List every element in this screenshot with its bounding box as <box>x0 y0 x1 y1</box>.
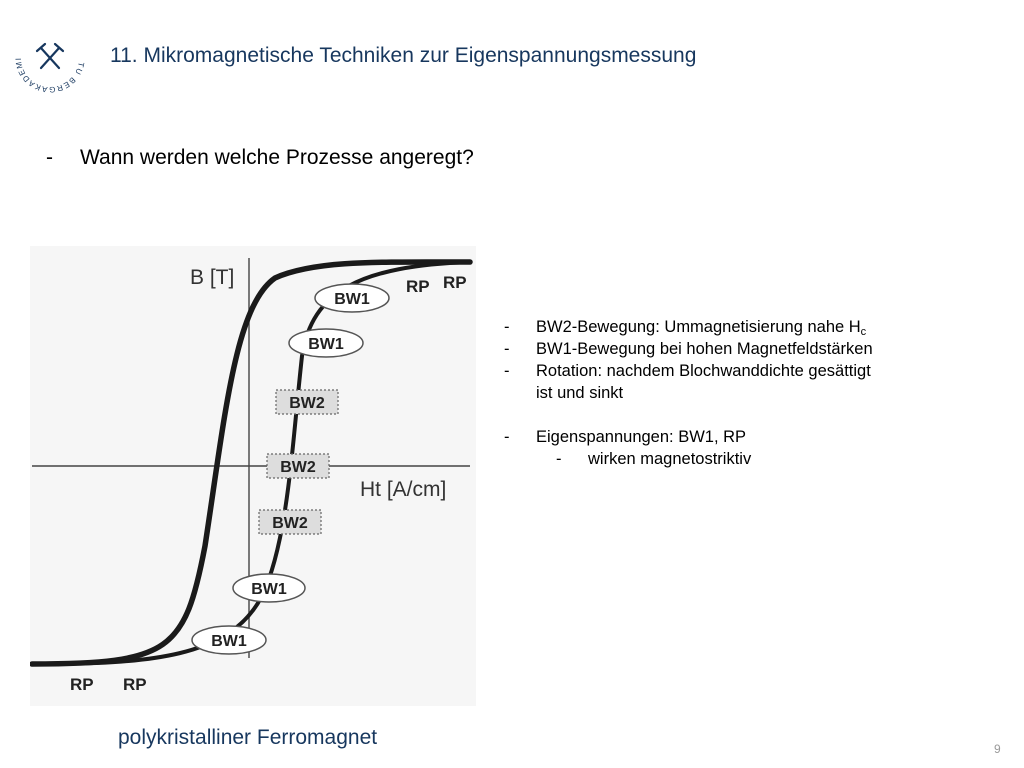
bullet-rotation: - Rotation: nachdem Blochwanddichte gesä… <box>504 360 1014 382</box>
label-bw1-lower-2: BW1 <box>211 633 247 650</box>
crossed-hammers-icon <box>35 42 65 70</box>
bullet-rotation-cont-text: ist und sinkt <box>536 384 624 402</box>
label-rp-bottom-1: RP <box>70 675 94 694</box>
y-axis-label: B [T] <box>190 266 234 289</box>
sub-bullet-text: wirken magnetostriktiv <box>588 450 752 468</box>
upper-branch-curve <box>30 259 473 667</box>
hysteresis-diagram: B [T] Ht [A/cm] RP RP BW1 BW1 BW2 BW2 BW… <box>30 258 473 694</box>
page-number: 9 <box>994 742 1001 756</box>
bullet-bw1-text: BW1-Bewegung bei hohen Magnetfeldstärken <box>536 340 873 358</box>
university-logo: TU BERGAKADEMIE FREIBERG <box>14 22 85 94</box>
question-text: Wann werden welche Prozesse angeregt? <box>80 146 474 169</box>
label-rp-top-2: RP <box>443 273 467 292</box>
bullet-dash: - <box>504 340 510 358</box>
label-bw1-lower-1: BW1 <box>251 581 287 598</box>
hysteresis-figure: B [T] Ht [A/cm] RP RP BW1 BW1 BW2 BW2 BW… <box>30 246 476 706</box>
bullet-eigenspannungen-text: Eigenspannungen: BW1, RP <box>536 428 747 446</box>
subscript-c: c <box>860 326 867 338</box>
lower-branch-curve <box>30 260 472 666</box>
label-bw2-3: BW2 <box>272 515 308 532</box>
sub-bullet-magnetostriktiv: - wirken magnetostriktiv <box>504 448 1014 470</box>
bullet-bw2: - BW2-Bewegung: Ummagnetisierung nahe Hc <box>504 316 1014 338</box>
bullet-rotation-text: Rotation: nachdem Blochwanddichte gesätt… <box>536 362 871 380</box>
bullet-dash: - <box>504 428 510 446</box>
bullet-eigenspannungen: - Eigenspannungen: BW1, RP <box>504 426 1014 448</box>
figure-caption: polykristalliner Ferromagnet <box>118 726 378 749</box>
explanation-list: - BW2-Bewegung: Ummagnetisierung nahe Hc… <box>504 316 1014 470</box>
label-bw2-2: BW2 <box>280 459 316 476</box>
question-dash: - <box>46 146 53 169</box>
label-bw1-upper-1: BW1 <box>334 291 370 308</box>
bullet-dash: - <box>504 362 510 380</box>
label-bw2-1: BW2 <box>289 395 325 412</box>
bullet-bw1: - BW1-Bewegung bei hohen Magnetfeldstärk… <box>504 338 1014 360</box>
label-rp-top-1: RP <box>406 277 430 296</box>
label-rp-bottom-2: RP <box>123 675 147 694</box>
label-bw1-upper-2: BW1 <box>308 336 344 353</box>
x-axis-label: Ht [A/cm] <box>360 478 446 501</box>
bullet-dash: - <box>504 318 510 336</box>
bullet-rotation-continued: ist und sinkt <box>504 382 1014 404</box>
bullet-bw2-text: BW2-Bewegung: Ummagnetisierung nahe H <box>536 318 861 336</box>
bullet-dash: - <box>556 450 562 468</box>
slide-title: 11. Mikromagnetische Techniken zur Eigen… <box>110 44 697 67</box>
